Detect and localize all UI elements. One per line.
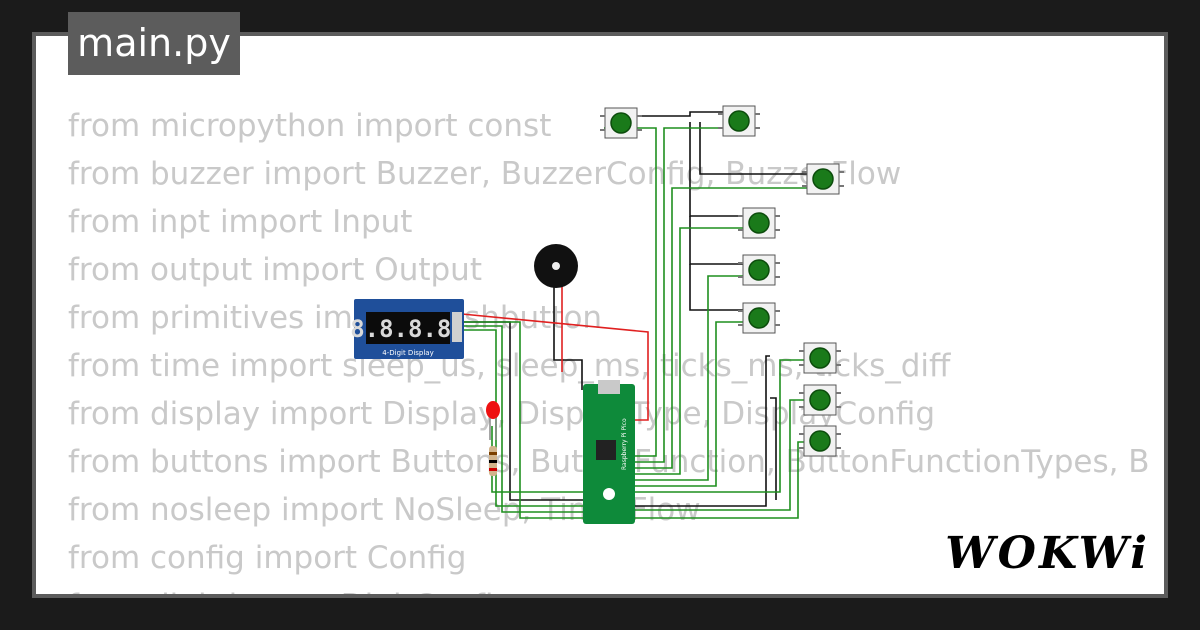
- code-line: from config import Config: [68, 540, 467, 576]
- code-line: from primitives import Pushbutton: [68, 300, 603, 336]
- file-tab-label: main.py: [77, 21, 231, 65]
- pushbutton-4[interactable]: [737, 207, 781, 239]
- led-icon[interactable]: [486, 401, 500, 440]
- pushbutton-8[interactable]: [798, 384, 842, 416]
- buzzer-icon[interactable]: [534, 244, 578, 288]
- pushbutton-3[interactable]: [801, 163, 845, 195]
- code-line: from micropython import const: [68, 108, 552, 144]
- resistor-icon: [489, 446, 497, 476]
- pushbutton-1[interactable]: [599, 107, 643, 139]
- pushbutton-7[interactable]: [798, 342, 842, 374]
- raspberry-pi-pico[interactable]: Raspberry Pi Pico: [583, 380, 635, 524]
- code-line: from inpt import Input: [68, 204, 413, 240]
- code-line: from output import Output: [68, 252, 482, 288]
- pushbutton-2[interactable]: [717, 105, 761, 137]
- code-line: from digit import DigitConfig: [68, 582, 1150, 594]
- board-label: Raspberry Pi Pico: [621, 418, 628, 470]
- power-wires: [461, 286, 649, 421]
- brand-name: WOKWi: [945, 528, 1150, 579]
- display-digits: 8.8.8.8.: [350, 315, 466, 343]
- pushbutton-6[interactable]: [737, 302, 781, 334]
- display-label: 4-Digit Display: [382, 349, 433, 357]
- pushbutton-5[interactable]: [737, 254, 781, 286]
- seven-segment-display[interactable]: 8.8.8.8. 4-Digit Display: [350, 299, 466, 359]
- wokwi-logo: WOKWi: [945, 528, 1150, 579]
- pushbutton-9[interactable]: [798, 425, 842, 457]
- file-tab[interactable]: main.py: [68, 12, 240, 75]
